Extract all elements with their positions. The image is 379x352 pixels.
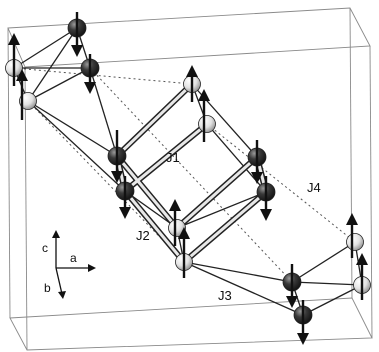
spin-up-arrow [16, 69, 28, 120]
label-j4: J4 [307, 180, 321, 195]
spin-down-arrow [71, 12, 83, 57]
spin-down-arrow [297, 300, 309, 345]
spin-down-arrow [251, 140, 263, 184]
axis-label-c: c [42, 241, 48, 255]
spin-arrows [8, 12, 368, 345]
atom-light [168, 219, 186, 237]
spin-up-arrow [8, 33, 20, 86]
label-j2: J2 [136, 228, 150, 243]
atom-light [198, 115, 216, 133]
label-j3: J3 [218, 288, 232, 303]
spin-down-arrow [286, 264, 298, 308]
spin-down-arrow [260, 176, 272, 221]
spin-down-arrow [119, 176, 131, 219]
atom-light [346, 233, 364, 251]
axes-indicator [52, 230, 96, 299]
spin-down-arrow [111, 130, 123, 183]
label-j1: J1 [166, 150, 180, 165]
axis-label-a: a [70, 251, 77, 265]
spin-up-arrow [198, 89, 210, 142]
spin-up-arrow [346, 213, 358, 258]
bonds [13, 27, 363, 316]
spin-up-arrow [169, 199, 181, 246]
spin-up-arrow [178, 227, 190, 278]
spin-up-arrow [356, 253, 368, 300]
unit-cell [7, 7, 373, 351]
spin-up-arrow [186, 65, 198, 102]
axis-label-b: b [44, 281, 51, 295]
spin-down-arrow [84, 54, 96, 94]
j1-bonds-inner [115, 82, 268, 264]
atom-light [19, 92, 37, 110]
